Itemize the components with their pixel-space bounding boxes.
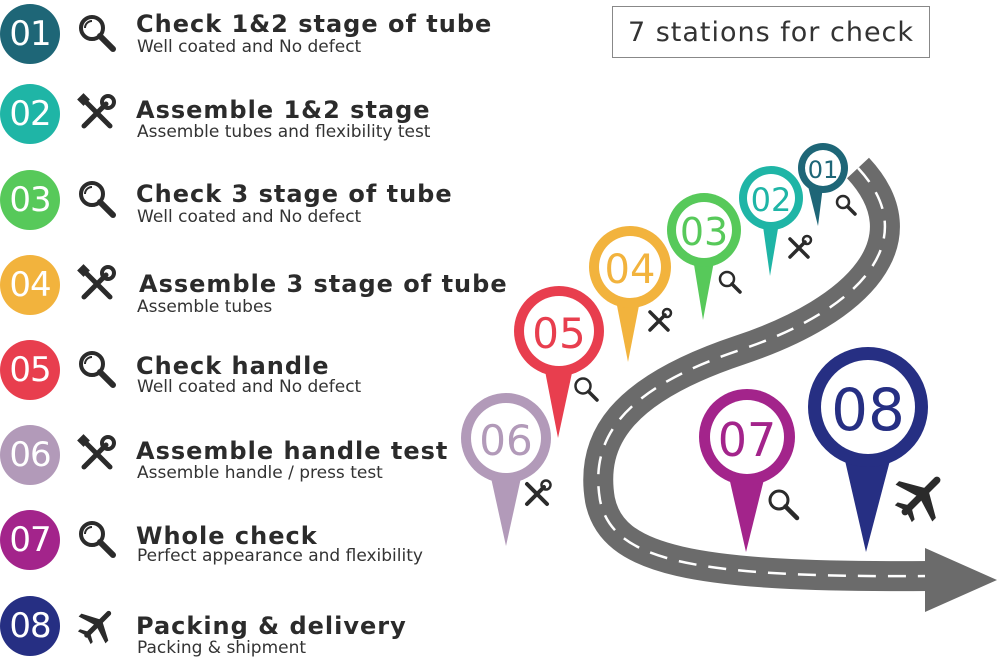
tools-icon <box>77 264 116 300</box>
pin-08: 08 <box>808 347 928 552</box>
step-title: Check 3 stage of tube <box>136 180 453 208</box>
step-badge: 05 <box>0 340 60 400</box>
pin-number: 03 <box>680 210 728 254</box>
step-badge: 07 <box>0 510 60 570</box>
pin-number: 07 <box>718 413 777 467</box>
pin-08-airplane-icon <box>894 476 941 523</box>
step-badge: 03 <box>0 170 60 230</box>
pin-03-magnifier-icon <box>718 270 742 294</box>
stations-label: 7 stations for check <box>627 16 915 48</box>
pin-04: 04 <box>589 226 671 362</box>
pin-02: 02 <box>739 166 803 276</box>
pin-03: 03 <box>667 193 741 320</box>
step-02: 02 Assemble 1&2 stage Assemble tubes and… <box>0 84 520 156</box>
step-title: Assemble 1&2 stage <box>136 96 431 124</box>
pin-04-tools-icon <box>648 307 673 332</box>
step-06: 06 Assemble handle test Assemble handle … <box>0 425 520 497</box>
pin-02-tools-icon <box>788 234 813 259</box>
winding-road <box>583 157 997 612</box>
magnifier-icon <box>79 351 116 388</box>
step-subtitle: Well coated and No defect <box>137 207 362 227</box>
step-05: 05 Check handle Well coated and No defec… <box>0 340 520 412</box>
step-number: 03 <box>9 180 51 220</box>
step-04: 04 Assemble 3 stage of tube Assemble tub… <box>0 255 520 327</box>
step-number: 07 <box>9 520 51 560</box>
step-subtitle: Packing & shipment <box>137 638 307 658</box>
pin-05-magnifier-icon <box>574 377 599 402</box>
step-badge: 06 <box>0 425 60 485</box>
step-01: 01 Check 1&2 stage of tube Well coated a… <box>0 4 520 76</box>
step-number: 02 <box>9 94 51 134</box>
step-subtitle: Assemble tubes <box>137 297 273 317</box>
step-08: 08 Packing & delivery Packing & shipment <box>0 596 520 668</box>
step-number: 06 <box>9 435 51 475</box>
step-badge: 01 <box>0 4 60 64</box>
pin-number: 02 <box>751 181 792 219</box>
step-badge: 02 <box>0 84 60 144</box>
step-number: 05 <box>9 350 51 390</box>
stations-label-box: 7 stations for check <box>612 6 930 58</box>
step-title: Whole check <box>136 522 318 550</box>
magnifier-icon <box>79 181 116 218</box>
pin-number: 04 <box>605 247 656 293</box>
step-subtitle: Perfect appearance and flexibility <box>137 546 423 566</box>
step-07: 07 Whole check Perfect appearance and fl… <box>0 510 520 582</box>
pin-07: 07 <box>699 389 795 552</box>
step-number: 08 <box>9 606 51 646</box>
step-number: 04 <box>9 265 51 305</box>
step-number: 01 <box>9 14 51 54</box>
pin-01: 01 <box>798 143 848 226</box>
pin-06-tools-icon <box>525 479 552 506</box>
pin-05: 05 <box>514 286 604 438</box>
step-title: Check 1&2 stage of tube <box>136 10 493 38</box>
step-03: 03 Check 3 stage of tube Well coated and… <box>0 170 520 242</box>
magnifier-icon <box>79 15 116 52</box>
tools-icon <box>77 434 116 470</box>
road-arrowhead <box>925 548 997 612</box>
step-badge: 08 <box>0 596 60 656</box>
step-subtitle: Well coated and No defect <box>137 37 362 57</box>
pin-06: 06 <box>461 393 551 546</box>
magnifier-icon <box>79 521 116 558</box>
pin-07-magnifier-icon <box>768 489 800 521</box>
step-subtitle: Assemble tubes and flexibility test <box>137 122 431 142</box>
airplane-icon <box>77 610 112 645</box>
step-subtitle: Assemble handle / press test <box>137 463 383 483</box>
step-subtitle: Well coated and No defect <box>137 377 362 397</box>
step-badge: 04 <box>0 255 60 315</box>
step-title: Packing & delivery <box>136 612 407 640</box>
tools-icon <box>77 93 116 129</box>
pin-01-magnifier-icon <box>835 194 857 216</box>
pin-number: 01 <box>808 156 839 184</box>
pin-number: 06 <box>479 416 532 465</box>
pin-number: 05 <box>532 309 585 358</box>
step-title: Assemble handle test <box>136 437 449 465</box>
pin-number: 08 <box>831 376 905 444</box>
step-title: Assemble 3 stage of tube <box>139 270 508 298</box>
step-title: Check handle <box>136 352 330 380</box>
